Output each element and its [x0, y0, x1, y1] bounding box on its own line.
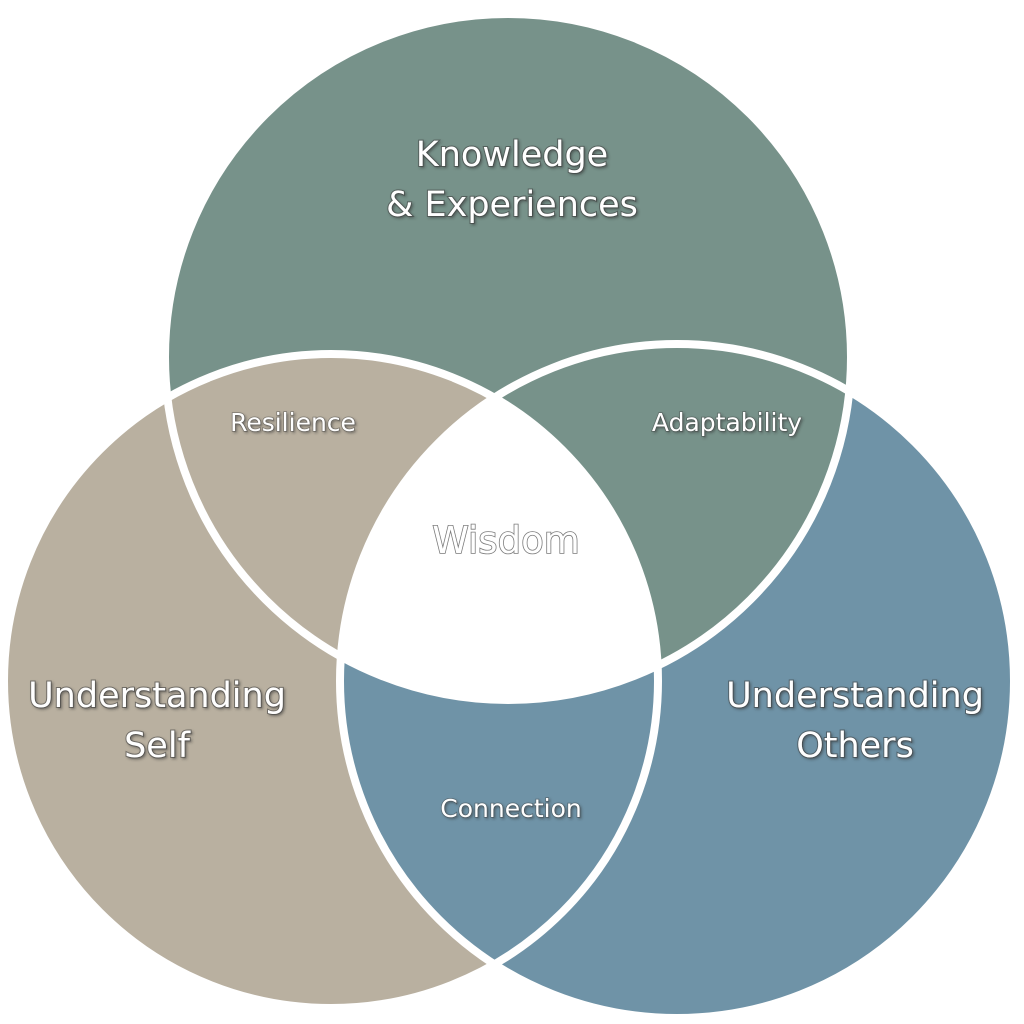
outline-left [0, 350, 662, 1012]
outline-right [336, 340, 1018, 1022]
label-understanding-self-line2: Self [124, 726, 190, 766]
label-adaptability: Adaptability [652, 408, 802, 437]
label-connection: Connection [440, 794, 581, 823]
label-resilience: Resilience [230, 408, 356, 437]
center-wisdom-region [340, 354, 658, 700]
label-wisdom: Wisdom [432, 519, 580, 562]
outline-top [161, 10, 855, 704]
label-understanding-others-line2: Others [796, 726, 914, 766]
label-understanding-self-line1: Understanding [28, 676, 286, 716]
label-understanding-others-line1: Understanding [726, 676, 984, 716]
circle-outlines [0, 10, 1018, 1022]
label-knowledge: Knowledge [416, 135, 608, 175]
label-experiences: & Experiences [386, 185, 638, 225]
